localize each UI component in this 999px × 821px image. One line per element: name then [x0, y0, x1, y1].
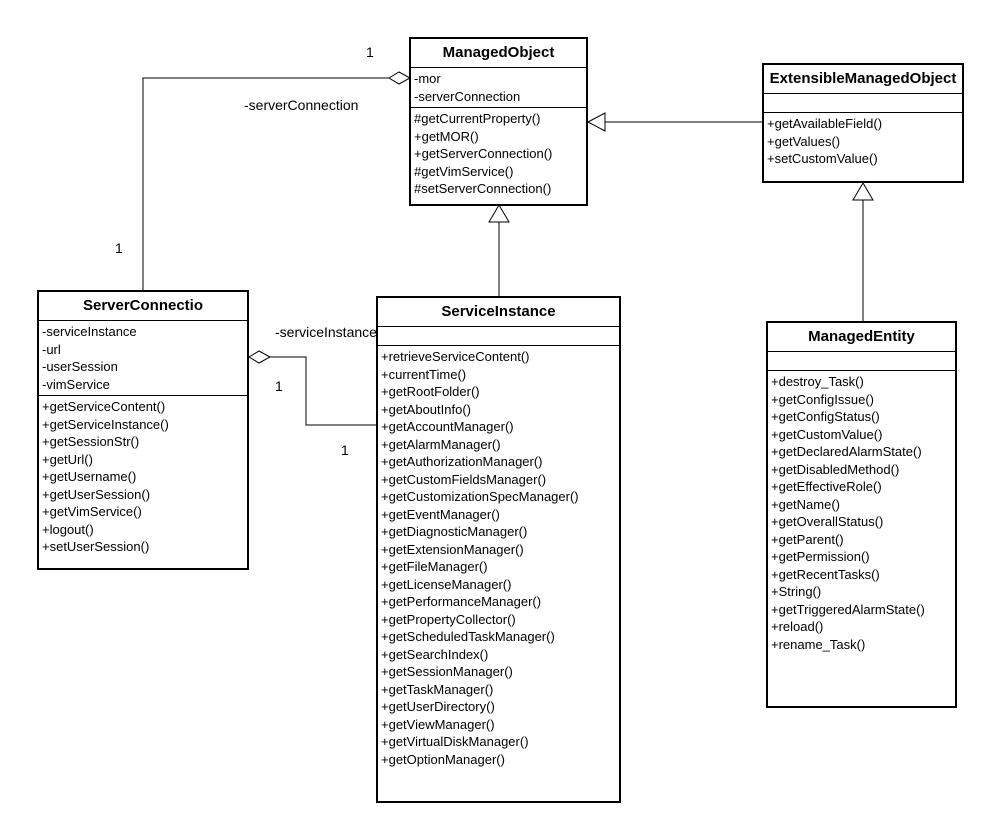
- inheritance-arrow-managedobject-right: [586, 112, 606, 132]
- attributes-section: [764, 94, 962, 113]
- method-item: +getPermission(): [771, 549, 870, 564]
- aggregation-diamond-serverconnection: [248, 350, 272, 364]
- role-label-server-connection: -serverConnection: [244, 97, 359, 113]
- method-item: +getDiagnosticManager(): [381, 524, 528, 539]
- method-item: #setServerConnection(): [414, 181, 552, 196]
- method-item: +getOverallStatus(): [771, 514, 884, 529]
- class-title: ManagedEntity: [768, 323, 955, 352]
- method-item: +destroy_Task(): [771, 374, 864, 389]
- method-item: +getRootFolder(): [381, 384, 480, 399]
- method-item: +getCustomFieldsManager(): [381, 471, 547, 487]
- association-serverconnection-managedobject: [142, 77, 389, 291]
- method-item: +getServiceContent(): [42, 399, 166, 414]
- method-item: +getUserSession(): [42, 486, 151, 502]
- method-item: #getVimService(): [414, 163, 514, 179]
- method-item: +getTriggeredAlarmState(): [771, 601, 925, 617]
- methods-section: +getAvailableField() +getValues() +setCust…: [764, 113, 962, 170]
- methods-section: #getCurrentProperty() +getMOR() +getServer…: [411, 108, 586, 200]
- method-item: +String(): [771, 584, 822, 599]
- method-item: +getAboutInfo(): [381, 401, 471, 417]
- method-item: +rename_Task(): [771, 636, 866, 652]
- attribute-item: -userSession: [42, 359, 118, 374]
- method-item: +reload(): [771, 619, 824, 634]
- method-item: +getSearchIndex(): [381, 646, 489, 662]
- method-item: +getVimService(): [42, 504, 142, 519]
- attributes-section: -serviceInstance -url -userSession -vimServ…: [39, 321, 247, 396]
- method-item: +setUserSession(): [42, 539, 150, 554]
- method-item: +getExtensionManager(): [381, 541, 524, 557]
- multiplicity-label-serverconnection-top: 1: [115, 240, 123, 256]
- method-item: +getConfigStatus(): [771, 409, 880, 424]
- method-item: +getDeclaredAlarmState(): [771, 444, 922, 459]
- multiplicity-label-managedobject: 1: [366, 44, 374, 60]
- inheritance-arrow-managedobject-bottom: [488, 204, 510, 223]
- method-item: +getPropertyCollector(): [381, 611, 516, 627]
- method-item: +getUsername(): [42, 469, 137, 484]
- association-serverconnection-serviceinstance: [270, 356, 378, 426]
- method-item: +getCustomizationSpecManager(): [381, 489, 579, 504]
- attributes-section: -mor -serverConnection: [411, 68, 586, 108]
- multiplicity-label-serviceinstance-side: 1: [341, 442, 349, 458]
- method-item: +getMOR(): [414, 128, 479, 144]
- class-title: ServerConnectio: [39, 292, 247, 321]
- method-item: +logout(): [42, 521, 94, 537]
- method-item: +getName(): [771, 496, 840, 512]
- class-service-instance[interactable]: ServiceInstance +retrieveServiceContent(…: [376, 296, 621, 803]
- aggregation-diamond-managedobject: [388, 71, 412, 85]
- method-item: +getAlarmManager(): [381, 436, 501, 452]
- method-item: +getAccountManager(): [381, 419, 514, 434]
- multiplicity-label-serverconnection-side: 1: [275, 378, 283, 394]
- class-managed-object[interactable]: ManagedObject -mor -serverConnection #get…: [409, 37, 588, 206]
- method-item: +getViewManager(): [381, 716, 495, 732]
- attribute-item: -serviceInstance: [42, 324, 137, 339]
- method-item: +getVirtualDiskManager(): [381, 734, 529, 749]
- method-item: +getPerformanceManager(): [381, 594, 542, 609]
- attribute-item: -vimService: [42, 376, 110, 392]
- class-title: ExtensibleManagedObject: [764, 65, 962, 94]
- method-item: +getEventManager(): [381, 506, 500, 522]
- methods-section: +destroy_Task() +getConfigIssue() +getConf…: [768, 371, 955, 655]
- method-item: +getDisabledMethod(): [771, 461, 900, 477]
- attributes-section: [378, 327, 619, 346]
- method-item: +getUrl(): [42, 451, 93, 467]
- method-item: +getServiceInstance(): [42, 416, 169, 432]
- method-item: +getValues(): [767, 133, 841, 149]
- class-title: ServiceInstance: [378, 298, 619, 327]
- method-item: +getRecentTasks(): [771, 566, 880, 582]
- method-item: +getLicenseManager(): [381, 576, 512, 592]
- method-item: +retrieveServiceContent(): [381, 349, 530, 364]
- method-item: +getCustomValue(): [771, 426, 883, 442]
- class-server-connection[interactable]: ServerConnectio -serviceInstance -url -use…: [37, 290, 249, 570]
- method-item: +getFileManager(): [381, 559, 488, 574]
- method-item: +setCustomValue(): [767, 151, 878, 166]
- method-item: +getUserDirectory(): [381, 699, 495, 714]
- attribute-item: -url: [42, 341, 61, 357]
- methods-section: +retrieveServiceContent() +currentTime() +…: [378, 346, 619, 770]
- role-label-service-instance: -serviceInstance: [275, 324, 377, 340]
- method-item: +getAuthorizationManager(): [381, 454, 543, 469]
- inheritance-arrow-extensible-bottom: [852, 182, 874, 201]
- class-managed-entity[interactable]: ManagedEntity +destroy_Task() +getConfigI…: [766, 321, 957, 708]
- method-item: +getTaskManager(): [381, 681, 494, 697]
- method-item: +getSessionStr(): [42, 434, 140, 449]
- method-item: +getOptionManager(): [381, 751, 505, 767]
- class-title: ManagedObject: [411, 39, 586, 68]
- attribute-item: -mor: [414, 71, 441, 86]
- method-item: +currentTime(): [381, 366, 467, 382]
- method-item: +getConfigIssue(): [771, 391, 874, 407]
- class-extensible-managed-object[interactable]: ExtensibleManagedObject +getAvailableFie…: [762, 63, 964, 183]
- attributes-section: [768, 352, 955, 371]
- attribute-item: -serverConnection: [414, 88, 521, 104]
- method-item: +getSessionManager(): [381, 664, 513, 679]
- method-item: +getServerConnection(): [414, 146, 553, 161]
- method-item: +getEffectiveRole(): [771, 479, 882, 494]
- methods-section: +getServiceContent() +getServiceInstance(…: [39, 396, 247, 558]
- method-item: +getAvailableField(): [767, 116, 883, 131]
- method-item: +getParent(): [771, 531, 844, 547]
- method-item: +getScheduledTaskManager(): [381, 629, 555, 644]
- method-item: #getCurrentProperty(): [414, 111, 541, 126]
